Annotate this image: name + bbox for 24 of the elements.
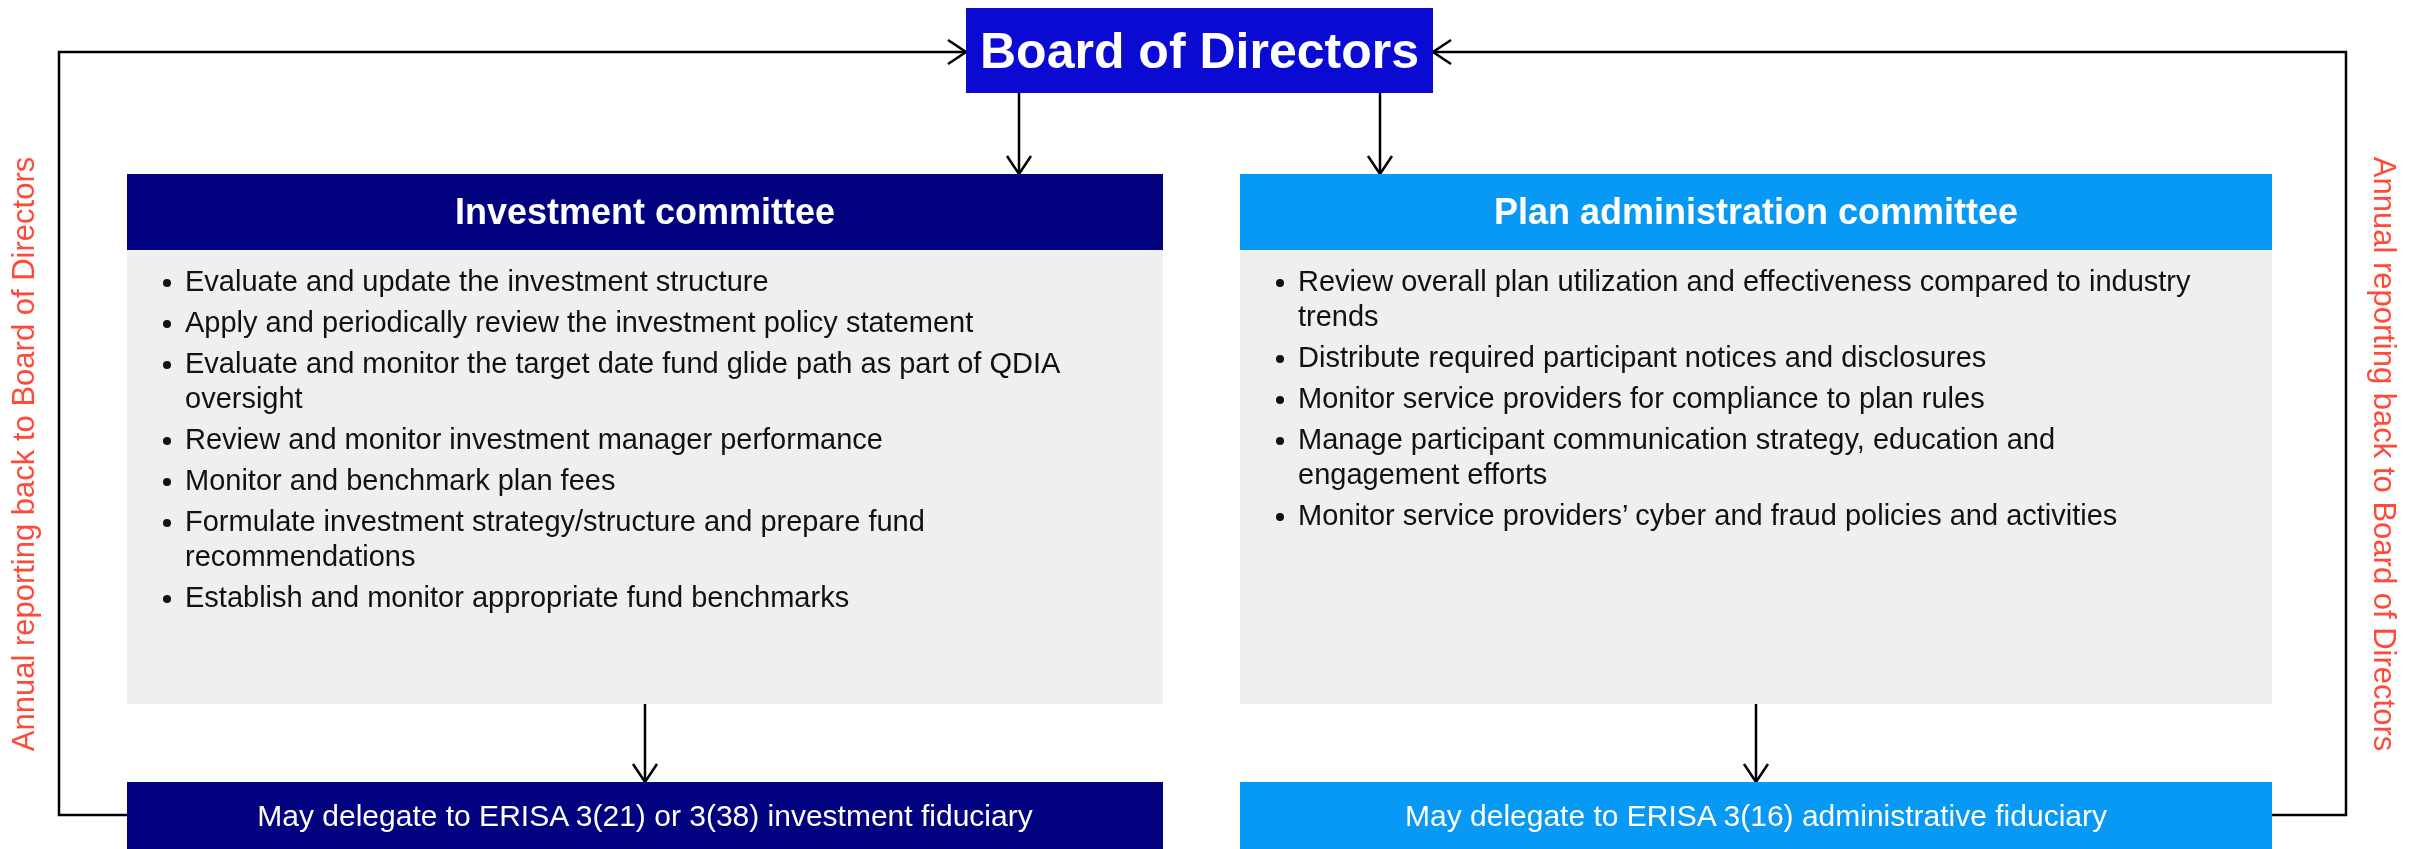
arrow <box>631 704 659 784</box>
bullet-item: Review and monitor investment manager performance <box>185 423 883 455</box>
bullet-item: Monitor service providers’ cyber and fraud policies and activities <box>1298 499 2118 531</box>
bullet-item: Formulate investment strategy/structure and prepare fund recommendations <box>185 505 925 572</box>
bullet-item: Monitor and benchmark plan fees <box>185 464 616 496</box>
arrow <box>57 38 968 817</box>
committee-header: Plan administration committee <box>1240 174 2272 250</box>
bullet-item: Monitor service providers for compliance to plan rules <box>1298 382 1985 414</box>
arrow <box>1742 704 1770 784</box>
arrow <box>1005 93 1033 176</box>
bullet-item: Establish and monitor appropriate fund benchmarks <box>185 581 850 613</box>
committee-header: Investment committee <box>127 174 1163 250</box>
edge-label: Annual reporting back to Board of Directors <box>6 155 42 753</box>
delegation-box: May delegate to ERISA 3(21) or 3(38) investment fiduciary <box>127 782 1163 849</box>
bullet-item: Evaluate and update the investment structure <box>185 265 769 297</box>
arrow <box>1366 93 1394 176</box>
edge-label: Annual reporting back to Board of Directors <box>2366 155 2402 753</box>
bullet-item: Manage participant communication strategy, education and engagement efforts <box>1298 423 2056 490</box>
delegation-box: May delegate to ERISA 3(16) administrative fiduciary <box>1240 782 2272 849</box>
bullet-item: Distribute required participant notices and disclosures <box>1298 341 1987 373</box>
bullet-item: Review overall plan utilization and effectiveness compared to industry trends <box>1298 265 2191 332</box>
bullet-item: Evaluate and monitor the target date fund glide path as part of QDIA oversight <box>185 347 1059 414</box>
board-box: Board of Directors <box>966 8 1433 93</box>
bullet-item: Apply and periodically review the investment policy statement <box>185 306 974 338</box>
